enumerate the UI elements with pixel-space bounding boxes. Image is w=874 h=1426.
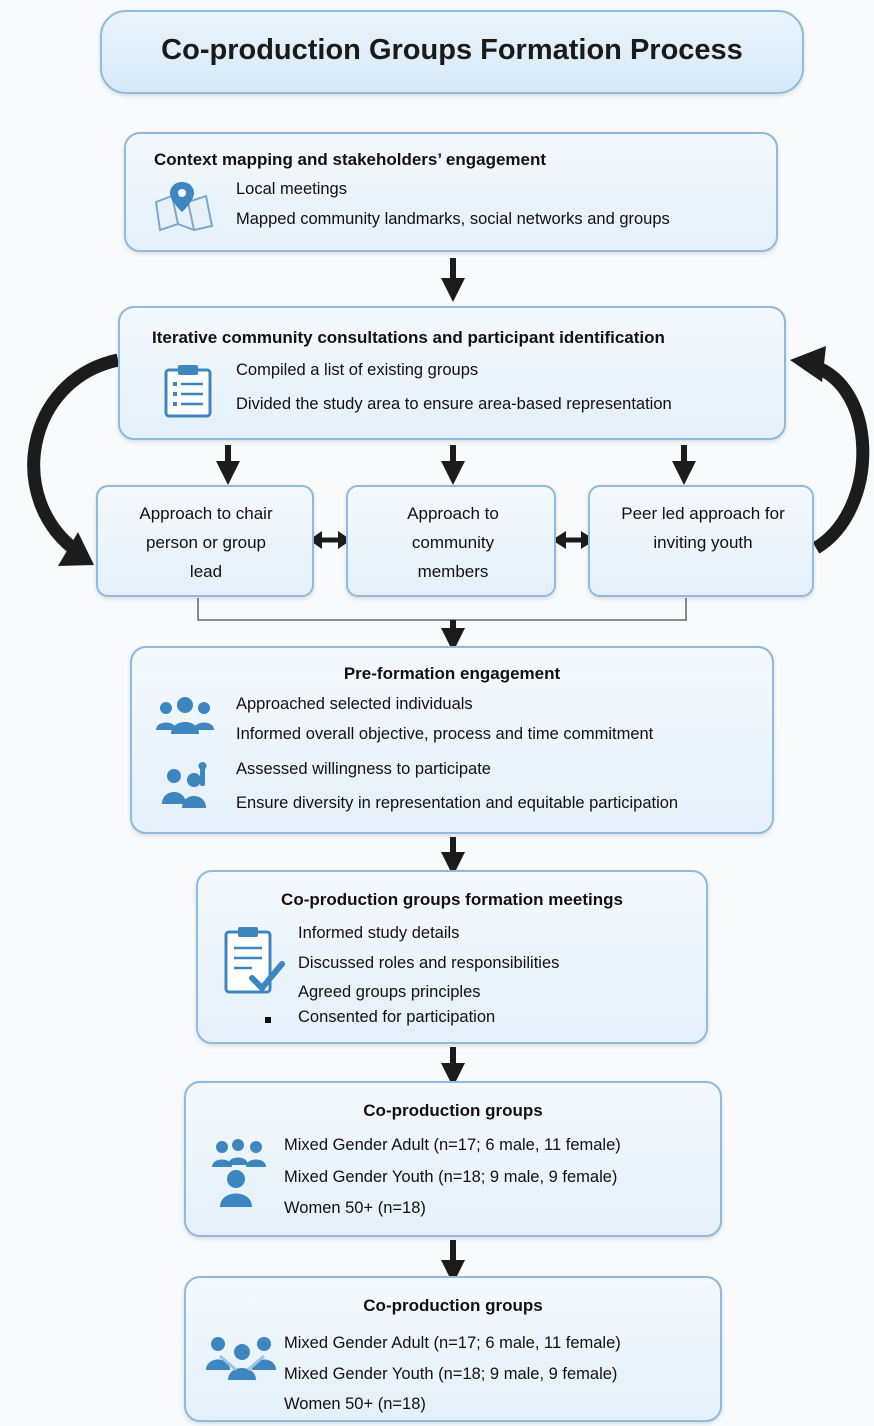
approach-label: Approach to community members	[407, 504, 499, 581]
step-context-mapping: Context mapping and stakeholders’ engage…	[124, 132, 778, 252]
approach-label: Peer led approach for inviting youth	[621, 504, 785, 552]
step-heading: Co-production groups	[363, 1101, 543, 1120]
linked-people-icon	[206, 1332, 278, 1387]
step-community-consultations: Iterative community consultations and pa…	[118, 306, 786, 440]
step-line: Assessed willingness to participate	[236, 760, 491, 778]
approach-peer-led: Peer led approach for inviting youth	[588, 485, 814, 597]
step-line: Mapped community landmarks, social netwo…	[236, 210, 670, 228]
step-line: Agreed groups principles	[298, 983, 481, 1001]
raised-hand-people-icon	[158, 760, 214, 815]
step-line: Consented for participation	[298, 1008, 496, 1026]
step-line: Informed study details	[298, 924, 460, 942]
step-line: Mixed Gender Youth (n=18; 9 male, 9 fema…	[284, 1168, 618, 1186]
clipboard-list-icon	[162, 364, 214, 423]
step-formation-meetings: Co-production groups formation meetings …	[196, 870, 708, 1044]
approach-merge-bracket	[197, 598, 687, 621]
step-line: Compiled a list of existing groups	[236, 361, 479, 379]
clipboard-check-icon	[222, 924, 286, 1003]
group-people-icon	[212, 1137, 276, 1214]
map-pin-icon	[152, 180, 216, 237]
people-group-icon	[154, 696, 216, 741]
step-pre-formation: Pre-formation engagement Approached sele…	[130, 646, 774, 834]
approach-chair-person: Approach to chair person or group lead	[96, 485, 314, 597]
step-coproduction-groups: Co-production groups Mixed Gender Adult …	[184, 1081, 722, 1237]
step-line: Women 50+ (n=18)	[284, 1199, 426, 1217]
curved-arrow-left	[27, 353, 120, 566]
step-heading: Pre-formation engagement	[343, 664, 561, 683]
step-line: Approached selected individuals	[236, 695, 473, 713]
step-line: Women 50+ (n=18)	[284, 1395, 426, 1413]
step-line: Discussed roles and responsibilities	[298, 954, 560, 972]
bullet-marker	[265, 1017, 271, 1023]
step-line: Mixed Gender Adult (n=17; 6 male, 11 fem…	[284, 1334, 621, 1352]
diagram-title: Co-production Groups Formation Process	[161, 34, 743, 66]
double-arrow-left	[309, 531, 351, 549]
step-line: Ensure diversity in representation and e…	[236, 794, 679, 812]
approach-community-members: Approach to community members	[346, 485, 556, 597]
step-heading: Iterative community consultations and pa…	[152, 328, 665, 347]
step-heading: Context mapping and stakeholders’ engage…	[154, 150, 547, 169]
step-line: Local meetings	[236, 180, 347, 198]
title-banner: Co-production Groups Formation Process	[100, 10, 804, 94]
step-coproduction-groups-final: Co-production groups Mixed Gender Adult …	[184, 1276, 722, 1422]
step-line: Mixed Gender Youth (n=18; 9 male, 9 fema…	[284, 1365, 618, 1383]
step-heading: Co-production groups formation meetings	[281, 890, 623, 909]
step-line: Mixed Gender Adult (n=17; 6 male, 11 fem…	[284, 1136, 621, 1154]
step-line: Divided the study area to ensure area-ba…	[236, 395, 672, 413]
approach-label: Approach to chair person or group lead	[139, 504, 273, 581]
step-line: Informed overall objective, process and …	[236, 725, 654, 743]
step-heading: Co-production groups	[363, 1296, 543, 1315]
curved-arrow-right	[790, 346, 870, 554]
